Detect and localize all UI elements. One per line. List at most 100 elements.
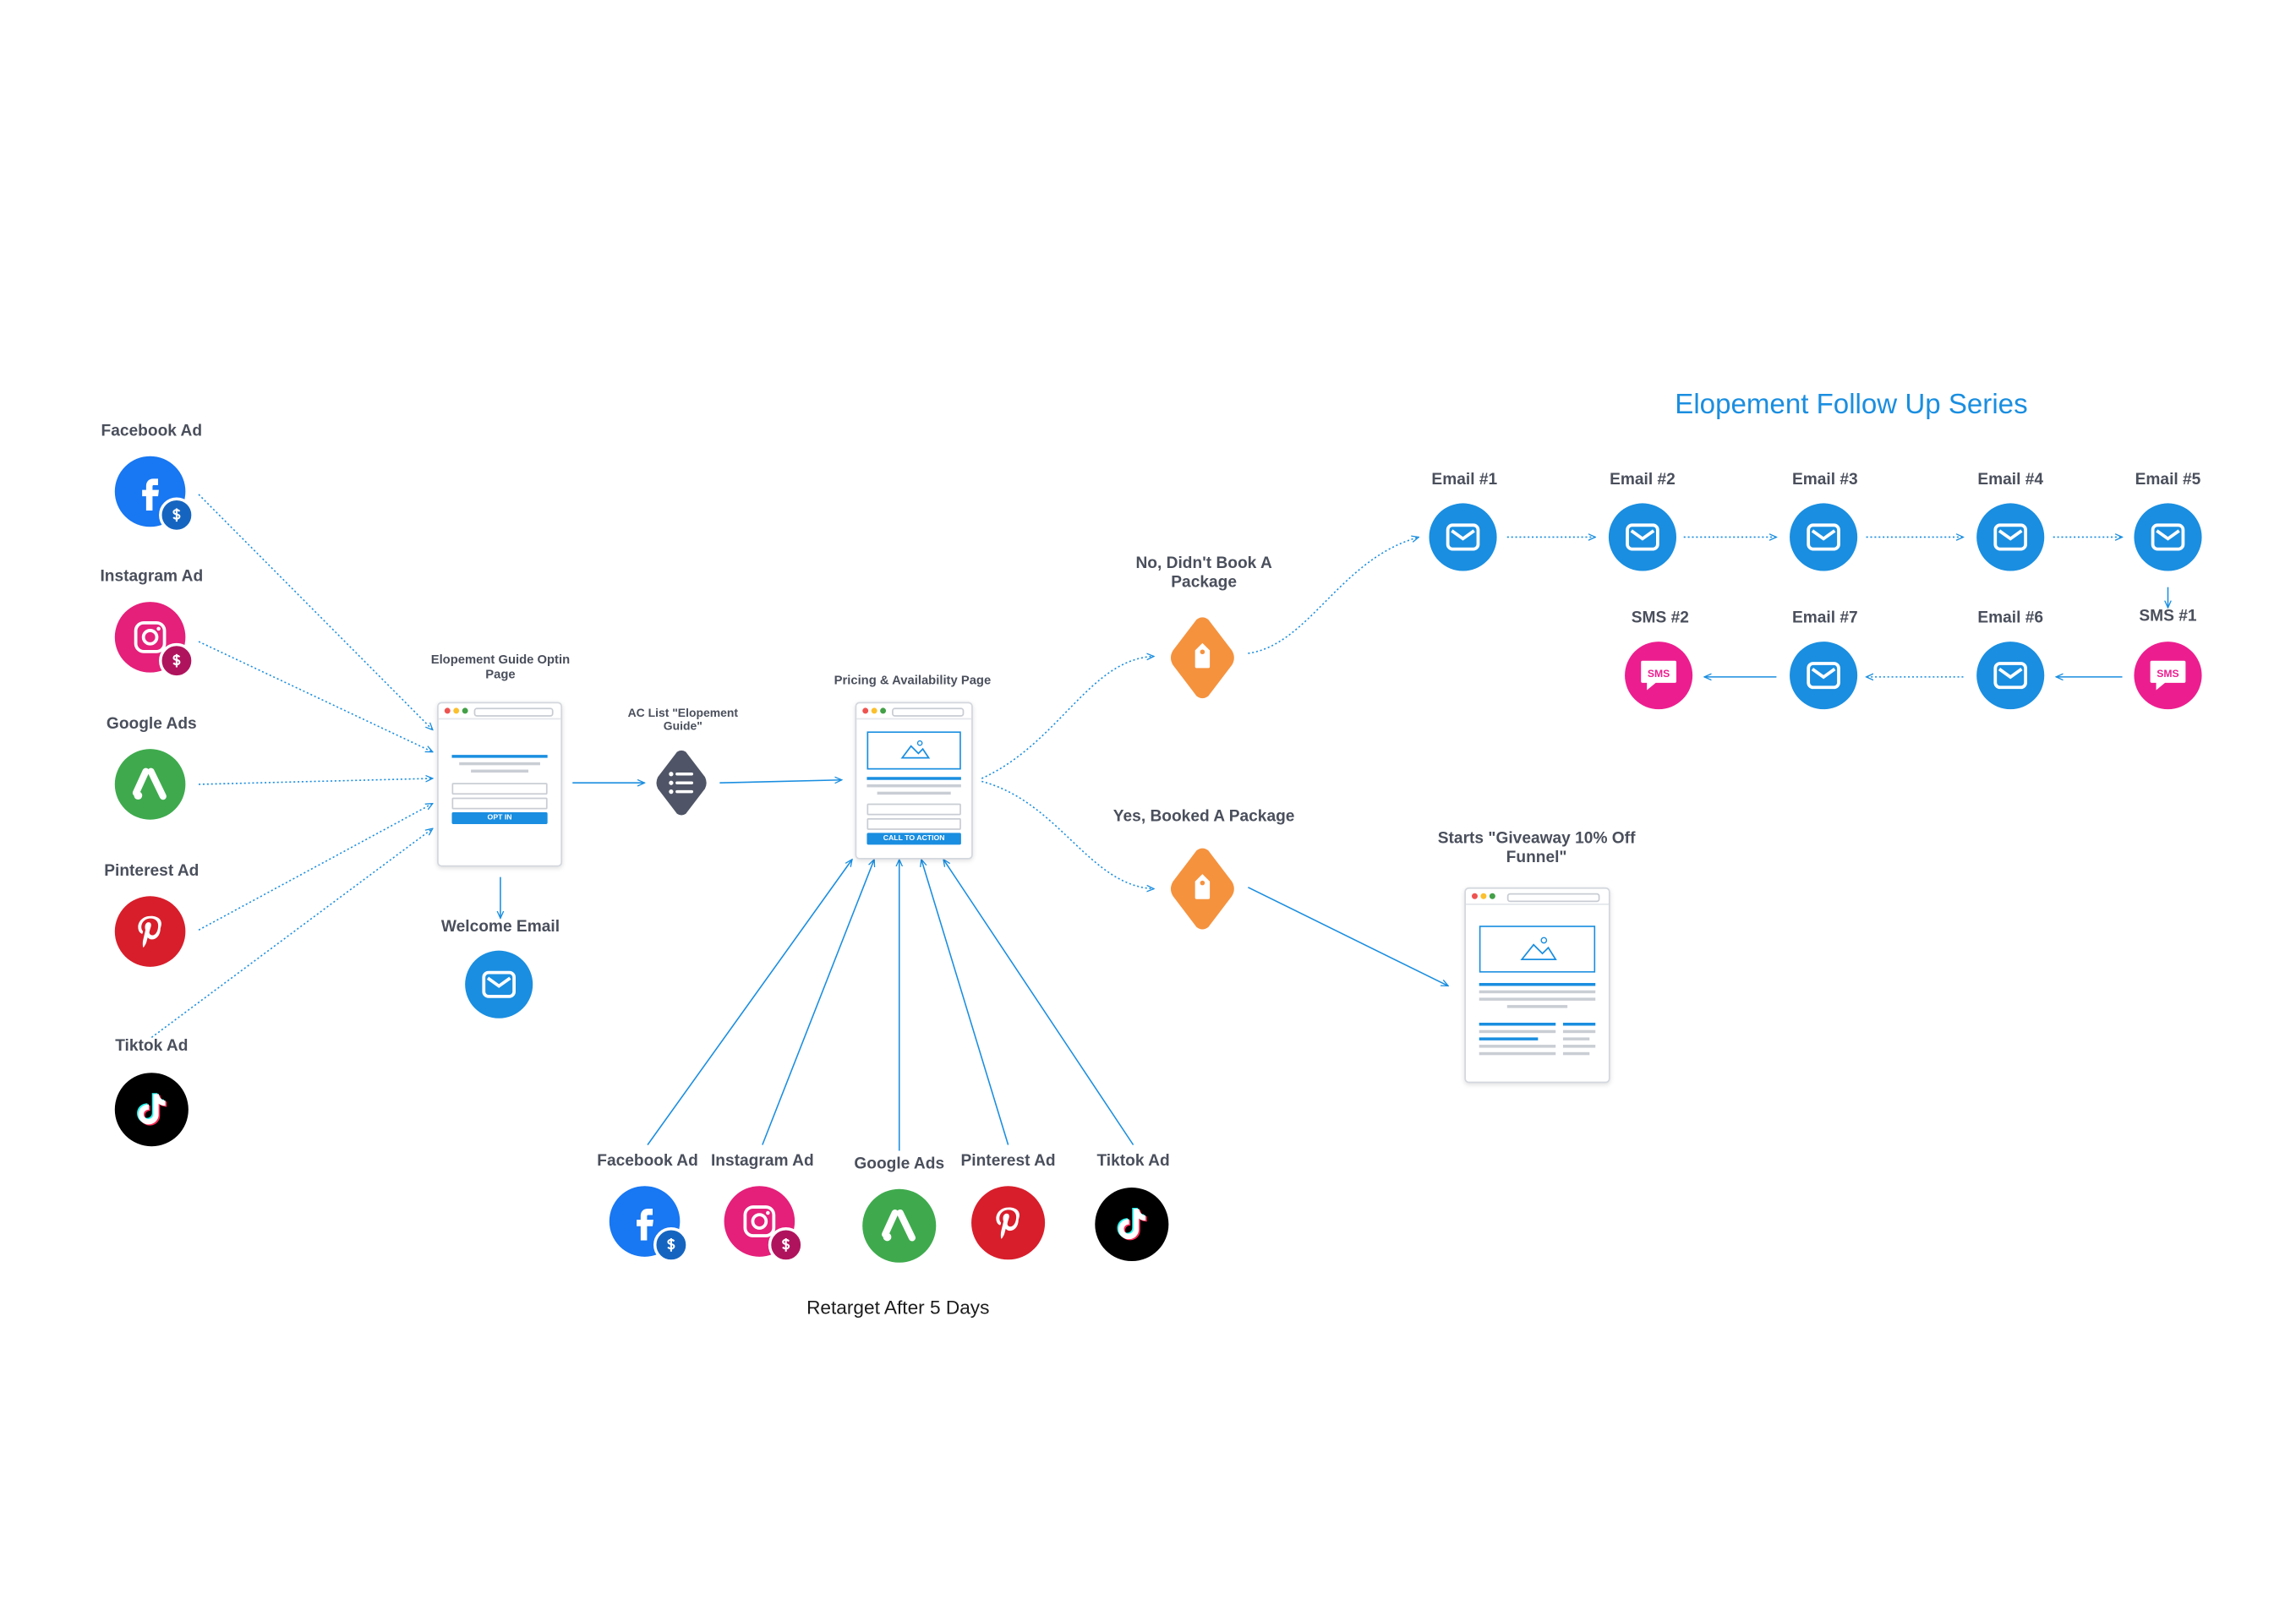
dollar-badge-icon [653, 1226, 689, 1263]
email3-node[interactable] [1790, 503, 1858, 571]
sms1-node[interactable]: SMS [2134, 642, 2202, 710]
giveaway-page[interactable] [1464, 887, 1610, 1084]
retarget-instagram-node[interactable] [724, 1186, 804, 1263]
followup-label-sms1: SMS #1 [2139, 608, 2197, 625]
text-line [1479, 997, 1596, 1001]
window-dot-icon [462, 707, 468, 714]
source-label-tiktok: Tiktok Ad [115, 1037, 189, 1056]
pricing-page[interactable]: CALL TO ACTION [855, 702, 973, 860]
wire-list-pricing [719, 780, 842, 783]
giveaway-label: Starts "Giveaway 10% Off Funnel" [1437, 829, 1636, 866]
window-dot-icon [1489, 893, 1495, 899]
retarget-label-instagram: Instagram Ad [710, 1152, 814, 1171]
source-label-google: Google Ads [106, 715, 197, 734]
retarget-caption: Retarget After 5 Days [806, 1296, 990, 1319]
retarget-label-tiktok: Tiktok Ad [1096, 1152, 1170, 1171]
tiktok-icon [137, 1093, 167, 1126]
headline-line [866, 777, 961, 780]
retarget-google-node[interactable] [862, 1188, 937, 1263]
text-line [1479, 1045, 1556, 1048]
text-line [1562, 1051, 1590, 1056]
text-line [866, 784, 961, 788]
envelope-icon [1446, 523, 1480, 551]
list-node[interactable] [653, 749, 709, 816]
dollar-badge-icon [768, 1226, 804, 1263]
envelope-icon [1626, 523, 1659, 551]
tiktok-icon [1117, 1208, 1147, 1241]
wire-rt-instagram [762, 860, 874, 1145]
tag-icon [1194, 642, 1211, 669]
envelope-icon [482, 970, 517, 998]
envelope-icon [1993, 523, 2028, 551]
retarget-label-google: Google Ads [854, 1155, 945, 1173]
branch-no-label: No, Didn't Book A Package [1135, 554, 1272, 592]
instagram-icon [743, 1205, 776, 1237]
email6-node[interactable] [1976, 642, 2045, 710]
window-dot-icon [1480, 893, 1487, 899]
wire-google-optin [199, 778, 433, 785]
welcome-email-label: Welcome Email [440, 918, 560, 937]
followup-label-email6: Email #6 [1977, 609, 2044, 627]
image-placeholder-icon [866, 731, 961, 770]
dollar-badge-icon [159, 642, 194, 679]
wire-rt-tiktok [943, 860, 1134, 1145]
envelope-icon [1807, 662, 1840, 690]
wire-rt-facebook [647, 860, 852, 1145]
series-title: Elopement Follow Up Series [1675, 390, 2028, 421]
text-line [471, 769, 529, 773]
envelope-icon [2151, 523, 2185, 551]
ac-list-label: AC List "Elopement Guide" [627, 706, 739, 734]
envelope-icon [1993, 662, 2028, 690]
branch-yes-label: Yes, Booked A Package [1112, 807, 1295, 826]
browser-bar [856, 703, 972, 720]
branch-no-node[interactable] [1167, 615, 1238, 701]
text-line [1479, 1029, 1556, 1034]
retarget-label-facebook: Facebook Ad [597, 1152, 698, 1171]
column-headline [1479, 1022, 1556, 1026]
address-bar [1506, 893, 1600, 903]
sms2-node[interactable]: SMS [1625, 642, 1693, 710]
wire-pinterest-optin [198, 804, 433, 931]
form-field [866, 803, 961, 816]
retarget-label-pinterest: Pinterest Ad [960, 1152, 1056, 1171]
facebook-icon [637, 1208, 653, 1241]
optin-page[interactable]: OPT IN [437, 702, 563, 867]
wire-instagram-optin [198, 641, 433, 753]
branch-yes-node[interactable] [1167, 846, 1238, 931]
envelope-icon [1807, 523, 1840, 551]
google-ads-icon [882, 1209, 916, 1242]
browser-bar [438, 703, 561, 720]
source-label-facebook: Facebook Ad [101, 422, 203, 440]
text-line [459, 762, 540, 766]
column-headline [1562, 1022, 1596, 1026]
text-line [1479, 1037, 1539, 1040]
email1-node[interactable] [1429, 503, 1497, 571]
text-line [877, 791, 951, 795]
email4-node[interactable] [1976, 503, 2045, 571]
followup-label-email5: Email #5 [2135, 471, 2201, 489]
email2-node[interactable] [1608, 503, 1676, 571]
pinterest-ad-node[interactable] [114, 896, 186, 967]
instagram-ad-node[interactable] [114, 602, 194, 679]
email7-node[interactable] [1790, 642, 1858, 710]
followup-label-email1: Email #1 [1431, 471, 1498, 489]
facebook-ad-node[interactable] [114, 456, 194, 533]
window-dot-icon [871, 707, 877, 714]
welcome-email-node[interactable] [465, 950, 533, 1018]
pinterest-icon [138, 915, 161, 947]
email5-node[interactable] [2134, 503, 2202, 571]
retarget-pinterest-node[interactable] [971, 1186, 1046, 1260]
retarget-tiktok-node[interactable] [1095, 1187, 1169, 1262]
google-ads-node[interactable] [114, 749, 186, 820]
followup-label-email3: Email #3 [1791, 471, 1858, 489]
cta-button: CALL TO ACTION [866, 833, 961, 845]
wire-pricing-no [981, 656, 1154, 779]
wire-pricing-yes [981, 780, 1154, 888]
form-field [451, 797, 548, 810]
address-bar [892, 707, 965, 717]
text-line [1562, 1045, 1596, 1048]
tiktok-ad-node[interactable] [114, 1073, 189, 1147]
retarget-facebook-node[interactable] [609, 1186, 689, 1263]
svg-text:SMS: SMS [1648, 668, 1670, 680]
